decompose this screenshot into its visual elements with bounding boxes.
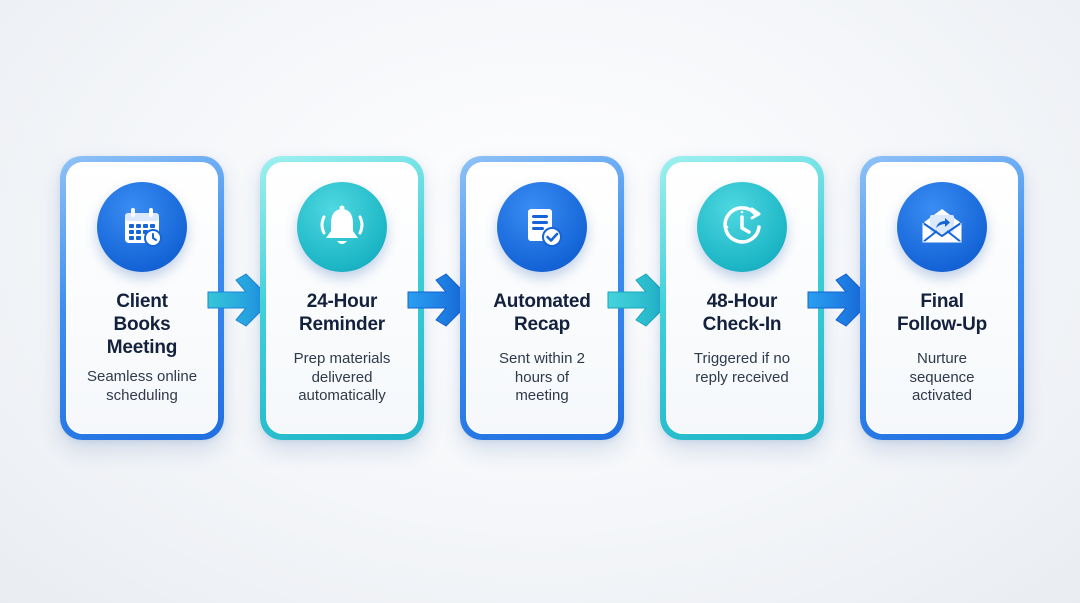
step-card-client-books-meeting: Client Books Meeting Seamless online sch… bbox=[60, 156, 224, 440]
step-card-body: 24-Hour Reminder Prep materials delivere… bbox=[266, 162, 418, 434]
arrow-right-icon bbox=[202, 262, 282, 338]
step-description: Sent within 2 hours of meeting bbox=[499, 350, 585, 404]
step-card-body: Automated Recap Sent within 2 hours of m… bbox=[466, 162, 618, 434]
arrow-right-icon bbox=[602, 262, 682, 338]
step-card-24-hour-reminder: 24-Hour Reminder Prep materials delivere… bbox=[260, 156, 424, 440]
envelope-forward-icon bbox=[897, 182, 987, 272]
step-description: Nurture sequence activated bbox=[909, 350, 975, 404]
document-check-icon bbox=[497, 182, 587, 272]
step-card-body: 48-Hour Check-In Triggered if no reply r… bbox=[666, 162, 818, 434]
step-card-body: Final Follow-Up Nurture sequence activat… bbox=[866, 162, 1018, 434]
step-title: Final Follow-Up bbox=[896, 291, 987, 335]
calendar-icon bbox=[97, 182, 187, 272]
step-title: Client Books Meeting bbox=[106, 291, 178, 358]
step-card-body: Client Books Meeting Seamless online sch… bbox=[66, 162, 218, 434]
step-description: Prep materials delivered automatically bbox=[293, 350, 391, 404]
arrow-right-icon bbox=[802, 262, 882, 338]
clock-icon bbox=[697, 182, 787, 272]
step-title: 24-Hour Reminder bbox=[298, 291, 386, 335]
step-card-48-hour-check-in: 48-Hour Check-In Triggered if no reply r… bbox=[660, 156, 824, 440]
step-title: 48-Hour Check-In bbox=[702, 291, 782, 335]
step-card-automated-recap: Automated Recap Sent within 2 hours of m… bbox=[460, 156, 624, 440]
arrow-right-icon bbox=[402, 262, 482, 338]
bell-icon bbox=[297, 182, 387, 272]
step-description: Seamless online scheduling bbox=[86, 368, 198, 404]
step-title: Automated Recap bbox=[493, 291, 591, 335]
step-description: Triggered if no reply received bbox=[693, 350, 791, 386]
step-card-final-follow-up: Final Follow-Up Nurture sequence activat… bbox=[860, 156, 1024, 440]
